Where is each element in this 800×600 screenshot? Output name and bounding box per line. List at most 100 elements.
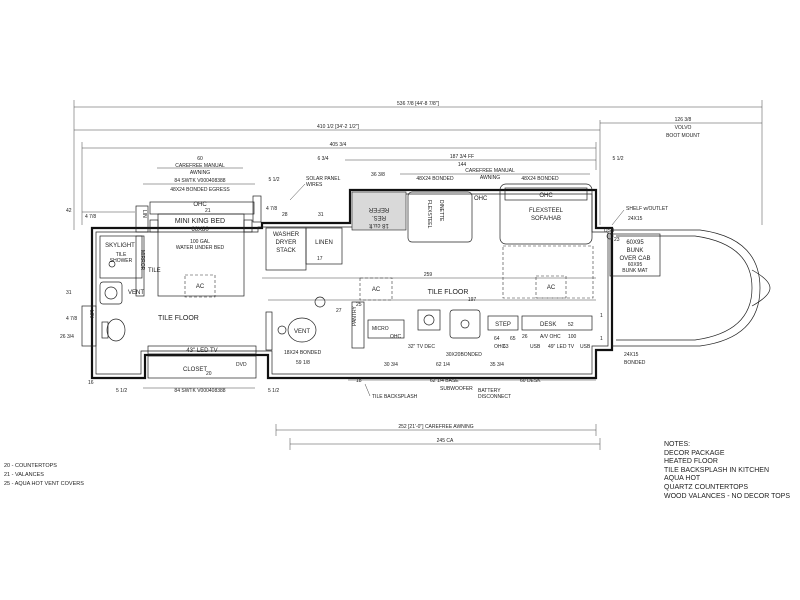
dim-5-1-2-top: 5 1/2 — [612, 156, 623, 162]
dinette-2: DINETTE — [438, 200, 444, 222]
notes-title: NOTES: — [664, 441, 691, 448]
carefree-left-1: CAREFREE MANUAL — [175, 163, 225, 169]
dim-1-b: 1 — [600, 336, 603, 342]
dim-62-base: 62 1/4 BASE — [430, 378, 459, 384]
dim-36-3-8: 36 3/8 — [371, 172, 385, 178]
dim-volvo: 126 3/8 — [675, 117, 692, 123]
num-25: 25 — [356, 302, 362, 308]
bunk-3: OVER CAB — [619, 256, 650, 262]
refer-2: RES. — [372, 214, 386, 220]
legend-item: 21 - VALANCES — [4, 472, 44, 478]
tile-backsplash-label: TILE BACKSPLASH — [372, 394, 418, 400]
micro-label: MICRO — [372, 326, 389, 332]
led-49-label: 49" LED TV — [548, 344, 575, 350]
bunk-area: 60X95 BUNK OVER CAB 60X95 BUNK MAT SHELF… — [604, 206, 668, 366]
linen-label: LINEN — [315, 240, 333, 246]
swtk-top: 84 SWTK V000408388 — [174, 178, 225, 184]
tile-label: TILE — [148, 268, 161, 274]
washer-1: WASHER — [273, 232, 300, 238]
galley: PANTRY MICRO OHC 32" TV DEC 30X20BONDED … — [336, 301, 593, 358]
solar-2: WIRES — [306, 182, 323, 188]
coach-walls — [90, 188, 771, 380]
step-label: STEP — [495, 322, 511, 328]
dimension-lines-top: 536 7/8 [44'-8 7/8"] 410 1/2 [34'-2 1/2"… — [73, 100, 763, 230]
ohc-right: OHC — [494, 344, 506, 350]
ohc-lower: OHC — [390, 334, 402, 340]
dim-5-1-2-c: 5 1/2 — [268, 388, 279, 394]
dim-4-7-8-a: 4 7/8 — [85, 214, 96, 220]
num-52: 52 — [568, 322, 574, 328]
num-63: 63 — [503, 344, 509, 350]
flexsteel-1: FLEXSTEEL — [529, 208, 564, 214]
closet-area: 43" LED TV CLOSET 20 DVD 84 SWTK V000408… — [143, 345, 279, 394]
dim-inner: 405 3/4 — [330, 142, 347, 148]
dim-overall: 536 7/8 [44'-8 7/8"] — [397, 101, 440, 107]
dim-26-3-4: 26 3/4 — [60, 334, 74, 340]
dimension-lines-bottom: 18 30 3/4 62 1/4 35 3/4 60 DESK 62 1/4 B… — [275, 362, 601, 450]
dim-60-desk: 60 DESK — [520, 378, 541, 384]
av-ohc-label: A/V OHC — [540, 334, 561, 340]
legend-item: 20 - COUNTERTOPS — [4, 463, 57, 469]
usb-top: USB — [604, 228, 615, 234]
flexsteel-2: SOFA/HAB — [531, 216, 561, 222]
note-item: AQUA HOT — [664, 475, 701, 483]
mid-bath: VENT 18X24 BONDED 59 1/8 — [265, 296, 326, 366]
ac-mid: AC — [372, 287, 381, 293]
ohc-sofa: OHC — [539, 193, 553, 199]
num-64: 64 — [494, 336, 500, 342]
num-65: 65 — [510, 336, 516, 342]
slide-room: REFER RES. 18 cu.ft FLEXSTEEL DINETTE OH… — [351, 183, 594, 299]
tile-shower-2: SHOWER — [110, 258, 133, 264]
dim-259: 259 — [424, 272, 433, 278]
bonded-18-label: 18X24 BONDED — [284, 350, 322, 356]
dim-42: 42 — [66, 208, 72, 214]
ca-245: 245 CA — [437, 438, 454, 444]
tile-shower-1: TILE — [116, 252, 127, 258]
dim-31-a: 31 — [66, 290, 72, 296]
led-43-label: 43" LED TV — [186, 348, 217, 354]
note-item: WOOD VALANCES - NO DECOR TOPS — [664, 492, 791, 500]
num-26: 26 — [522, 334, 528, 340]
bonded-top-2: 48X24 BONDED — [521, 176, 559, 182]
bonded-24-bottom: 24X15 — [624, 352, 639, 358]
dvd-label: DVD — [236, 362, 247, 368]
num-17: 17 — [317, 256, 323, 262]
bunk-1: 60X95 — [626, 240, 644, 246]
bunk-2: BUNK — [627, 248, 644, 254]
dim-62-1-4: 62 1/4 — [436, 362, 450, 368]
dim-6-3-4: 6 3/4 — [317, 156, 328, 162]
skylight-label: SKYLIGHT — [105, 243, 135, 249]
dim-59-1-8: 59 1/8 — [296, 360, 310, 366]
dim-197: 197 — [468, 297, 477, 303]
note-item: TILE BACKSPLASH IN KITCHEN — [664, 466, 770, 474]
carefree-right-2: AWNING — [480, 175, 500, 181]
bunk-5: BUNK MAT — [622, 268, 647, 274]
dim-1-a: 1 — [600, 313, 603, 319]
tile-floor-center: TILE FLOOR — [428, 289, 469, 296]
dim-31-b: 31 — [318, 212, 324, 218]
bed-size-label: 66X80 — [191, 227, 209, 233]
dim-ff: 187 3/4 FF — [450, 154, 474, 160]
swtk-bottom: 84 SWTK V000408388 — [174, 388, 225, 394]
mirror-label: MIRROR — [139, 250, 145, 271]
volvo-label: VOLVO — [675, 125, 692, 131]
washer-3: STACK — [276, 248, 296, 254]
dinette-1: FLEXSTEEL — [426, 200, 432, 229]
battery-2: DISCONNECT — [478, 394, 511, 400]
egress-label: 48X24 BONDED EGRESS — [170, 187, 230, 193]
dim-4-7-8-c: 4 7/8 — [266, 206, 277, 212]
bonded-top: 48X24 BONDED — [416, 176, 454, 182]
note-item: DECOR PACKAGE — [664, 449, 725, 457]
center-aisle: 259 AC TILE FLOOR 197 1 1 — [262, 272, 603, 342]
dim-30-3-4: 30 3/4 — [384, 362, 398, 368]
num-27: 27 — [336, 308, 342, 314]
legend-item: 25 - AQUA HOT VENT COVERS — [4, 481, 84, 487]
bonded-24-bottom-2: BONDED — [624, 360, 646, 366]
legend-panel: 20 - COUNTERTOPS 21 - VALANCES 25 - AQUA… — [4, 462, 84, 489]
num-20: 20 — [206, 371, 212, 377]
notes-panel: NOTES: DECOR PACKAGE HEATED FLOOR TILE B… — [664, 441, 794, 501]
dim-5-1-2-b: 5 1/2 — [268, 177, 279, 183]
lin-label-2: LIN — [88, 310, 94, 318]
tile-floor-left: TILE FLOOR — [158, 315, 199, 322]
